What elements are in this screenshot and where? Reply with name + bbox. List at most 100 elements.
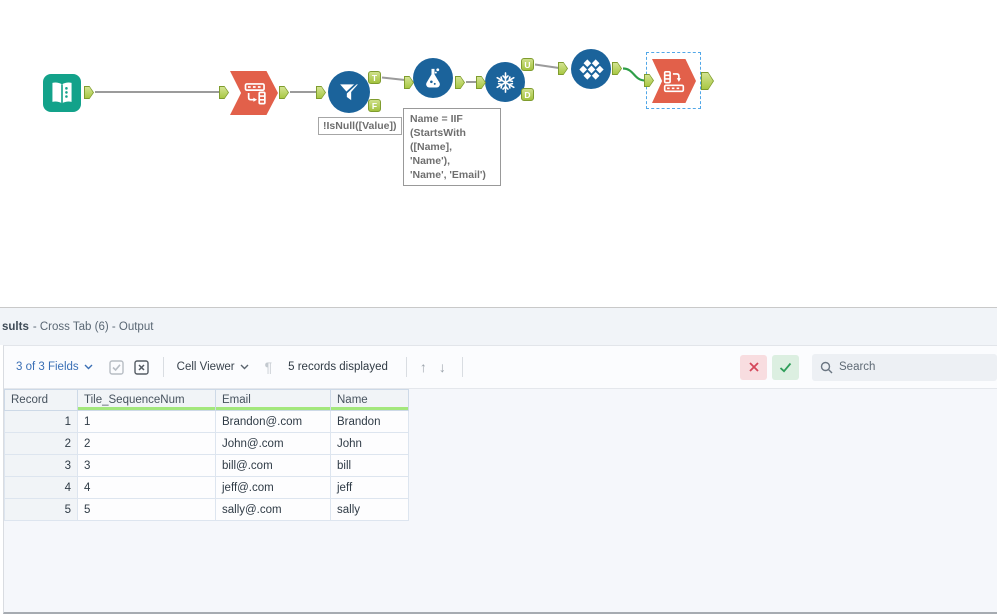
scroll-up-button[interactable]: ↑: [419, 359, 427, 375]
data-cell[interactable]: 2: [77, 432, 216, 455]
connection-wire[interactable]: [534, 63, 560, 69]
data-cell[interactable]: jeff: [330, 476, 409, 499]
data-cell[interactable]: bill@.com: [215, 454, 331, 477]
flask-icon: [426, 68, 440, 88]
record-number-cell[interactable]: 1: [4, 410, 78, 433]
data-cell[interactable]: jeff@.com: [215, 476, 331, 499]
transpose-icon: [244, 82, 266, 104]
record-number-cell[interactable]: 2: [4, 432, 78, 455]
formula-annotation-line: (StartsWith: [410, 127, 466, 139]
unique-output-anchor[interactable]: U: [521, 58, 534, 71]
toolbar-separator: [461, 357, 463, 377]
boxed-x-icon: [133, 359, 149, 375]
scroll-down-button[interactable]: ↓: [438, 359, 446, 375]
input-anchor[interactable]: [219, 86, 229, 99]
workflow-canvas[interactable]: T F: [0, 0, 997, 308]
cell-viewer-dropdown[interactable]: Cell Viewer: [177, 361, 249, 373]
formula-annotation-line: 'Name', 'Email'): [410, 169, 486, 181]
filter-funnel-icon: [340, 82, 358, 101]
selected-connection-wire[interactable]: [622, 67, 646, 82]
tile-tool[interactable]: [571, 49, 611, 89]
results-subtitle: - Cross Tab (6) - Output: [32, 320, 154, 333]
crosstab-icon: [663, 70, 685, 93]
data-cell[interactable]: 4: [77, 476, 216, 499]
input-anchor[interactable]: [316, 86, 326, 99]
chevron-down-icon: [84, 364, 93, 370]
green-check-icon: [779, 362, 792, 372]
record-number-cell[interactable]: 5: [4, 498, 78, 521]
transpose-tool[interactable]: [230, 71, 278, 115]
tile-diamonds-icon: [578, 58, 604, 80]
data-cell[interactable]: Brandon@.com: [215, 410, 331, 433]
search-box[interactable]: [812, 353, 997, 381]
fields-dropdown-label: 3 of 3 Fields: [16, 361, 79, 373]
toolbar-separator: [162, 357, 164, 377]
connection-wires: [95, 63, 646, 93]
data-cell[interactable]: bill: [330, 454, 409, 477]
select-all-checkbox-button[interactable]: [108, 359, 124, 375]
toolbar-separator: [405, 357, 407, 377]
formula-annotation[interactable]: Name = IIF (StartsWith ([Name], 'Name'),…: [403, 108, 501, 186]
connection-wire[interactable]: [381, 76, 406, 81]
unique-tool[interactable]: [485, 62, 525, 102]
checkbox-check-icon: [108, 359, 124, 375]
snowflake-icon: [495, 71, 515, 93]
red-x-icon: [748, 362, 759, 372]
filter-annotation[interactable]: !IsNull([Value]): [318, 117, 402, 135]
data-cell[interactable]: sally: [330, 498, 409, 521]
data-cell[interactable]: John: [330, 432, 409, 455]
clear-filter-button[interactable]: [740, 354, 767, 380]
results-toolbar: 3 of 3 Fields Cell Viewer ¶ 5 record: [4, 346, 997, 389]
column-header-email[interactable]: Email: [215, 389, 331, 411]
output-anchor[interactable]: [701, 72, 714, 90]
deselect-all-button[interactable]: [133, 359, 149, 375]
whitespace-toggle-button[interactable]: ¶: [264, 359, 273, 375]
input-anchor[interactable]: [404, 76, 414, 89]
input-anchor[interactable]: [476, 76, 486, 89]
column-header-name[interactable]: Name: [330, 389, 409, 411]
formula-annotation-line: ([Name], 'Name'),: [410, 141, 453, 167]
formula-annotation-line: Name = IIF: [410, 113, 463, 125]
open-book-icon: [52, 82, 72, 104]
fields-dropdown[interactable]: 3 of 3 Fields: [16, 361, 93, 373]
chevron-down-icon: [240, 364, 249, 370]
output-anchor[interactable]: [84, 86, 94, 99]
data-cell[interactable]: 1: [77, 410, 216, 433]
results-panel-header: sults - Cross Tab (6) - Output: [0, 308, 997, 345]
data-cell[interactable]: 3: [77, 454, 216, 477]
data-cell[interactable]: John@.com: [215, 432, 331, 455]
output-anchor[interactable]: [455, 76, 465, 89]
search-icon: [820, 361, 833, 373]
filter-tool[interactable]: [328, 71, 370, 113]
record-number-cell[interactable]: 3: [4, 454, 78, 477]
data-cell[interactable]: Brandon: [330, 410, 409, 433]
column-header-tile-sequencenum[interactable]: Tile_SequenceNum: [77, 389, 216, 411]
output-anchor[interactable]: [279, 86, 289, 99]
record-number-cell[interactable]: 4: [4, 476, 78, 499]
results-panel: 3 of 3 Fields Cell Viewer ¶ 5 record: [3, 345, 997, 614]
duplicate-output-anchor[interactable]: D: [521, 88, 534, 101]
input-data-tool[interactable]: [43, 74, 81, 112]
true-output-anchor[interactable]: T: [368, 71, 381, 84]
formula-tool[interactable]: [413, 58, 453, 98]
crosstab-tool[interactable]: [652, 59, 696, 103]
records-displayed-label: 5 records displayed: [288, 361, 388, 373]
search-input[interactable]: [839, 361, 989, 373]
data-cell[interactable]: sally@.com: [215, 498, 331, 521]
output-anchor[interactable]: [612, 62, 622, 75]
cell-viewer-label: Cell Viewer: [176, 361, 235, 373]
input-anchor[interactable]: [644, 74, 654, 87]
results-title: sults: [2, 320, 29, 333]
false-output-anchor[interactable]: F: [368, 99, 381, 112]
data-cell[interactable]: 5: [77, 498, 216, 521]
apply-filter-button[interactable]: [772, 354, 799, 380]
column-header-record[interactable]: Record: [4, 389, 78, 411]
input-anchor[interactable]: [558, 62, 568, 75]
